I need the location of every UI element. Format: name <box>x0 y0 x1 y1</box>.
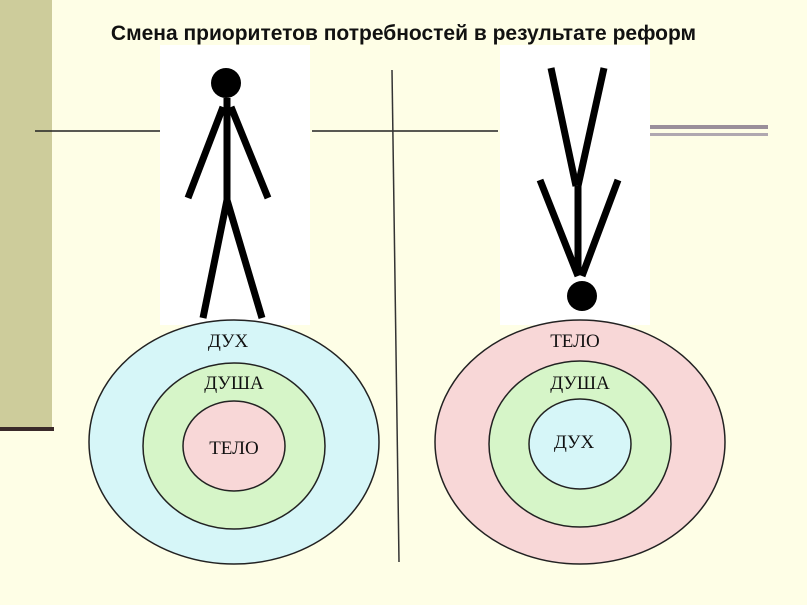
inverted-figure-head <box>567 281 597 311</box>
upright-figure-head <box>211 68 241 98</box>
right-middle-label: ДУША <box>550 373 610 394</box>
inverted-stick-figure <box>536 67 622 311</box>
upright-stick-figure <box>184 68 272 319</box>
right-rings: ТЕЛО ДУША ДУХ <box>434 319 726 565</box>
upright-figure-left-leg <box>199 199 231 319</box>
upright-figure-left-arm <box>184 105 227 200</box>
left-inner-label: ТЕЛО <box>209 438 259 459</box>
center-divider <box>391 69 400 563</box>
inverted-figure-right-arm <box>578 178 622 278</box>
left-outer-label: ДУХ <box>208 331 249 352</box>
inverted-figure-right-leg <box>574 67 608 187</box>
upright-figure-right-arm <box>227 105 272 200</box>
right-outer-label: ТЕЛО <box>550 331 600 352</box>
right-decorative-rule <box>650 125 768 129</box>
right-decorative-rule-lower <box>650 133 768 136</box>
left-rings: ДУХ ДУША ТЕЛО <box>88 319 380 565</box>
left-inner-ring <box>182 400 286 492</box>
right-inner-ring <box>528 398 632 490</box>
decorative-side-rule <box>0 427 54 431</box>
inverted-figure-left-leg <box>547 67 580 187</box>
upright-figure-right-leg <box>223 199 266 319</box>
inverted-figure-left-arm <box>536 178 582 278</box>
slide-title: Смена приоритетов потребностей в результ… <box>110 22 697 45</box>
decorative-side-bar <box>0 0 52 428</box>
left-middle-label: ДУША <box>204 373 264 394</box>
right-inner-label: ДУХ <box>554 432 595 453</box>
